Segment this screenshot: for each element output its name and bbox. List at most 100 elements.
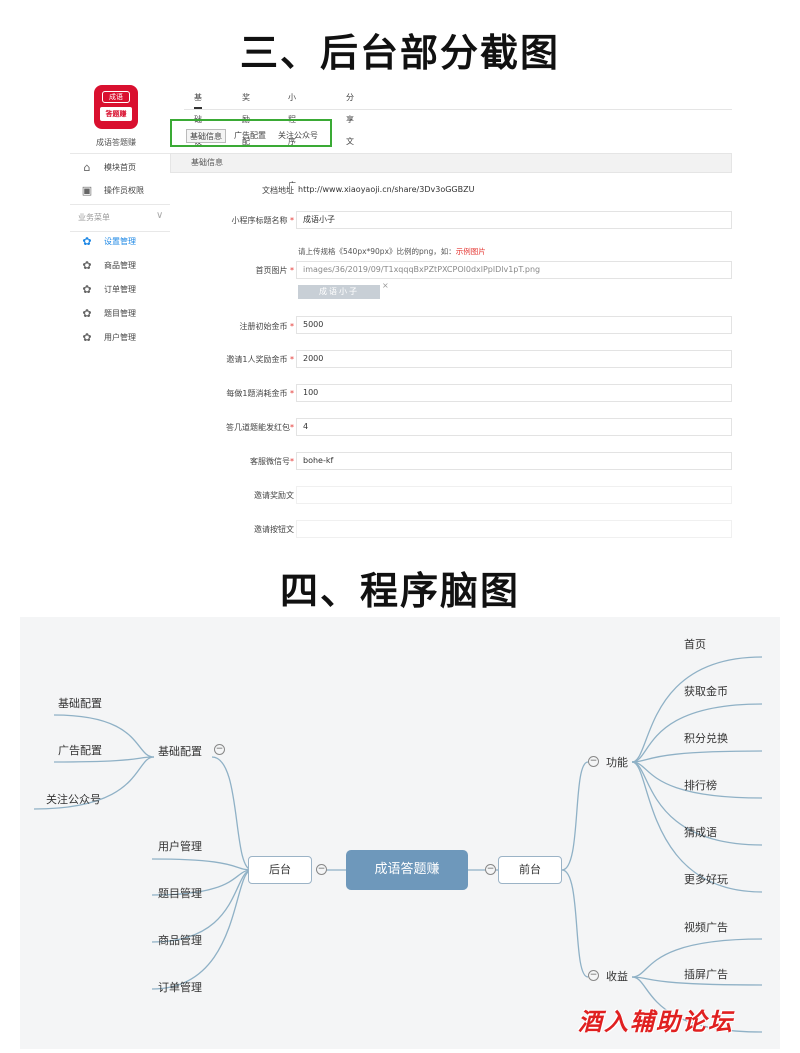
mind-map: 成语答题赚 后台 − 前台 − 用户管理 题目管理 商品管理 订单管理 基础配置… — [20, 617, 780, 1049]
user-key-icon: ▣ — [81, 184, 93, 197]
mind-node-backend[interactable]: 后台 — [248, 856, 312, 884]
mind-node-video-ads[interactable]: 视频广告 — [684, 921, 728, 934]
collapse-icon[interactable]: − — [214, 744, 225, 755]
logo-text-bottom: 答题赚 — [100, 107, 132, 121]
subtab-basic-info[interactable]: 基础信息 — [186, 129, 226, 143]
tab-reward-config[interactable]: 奖励配置 — [242, 93, 250, 168]
main-content: 基础设置 奖励配置 小程序推广 分享文案 基础信息 广告配置 关注公众号 基础信… — [170, 73, 732, 551]
connector-revenue-video — [631, 938, 763, 978]
mind-node-product-management[interactable]: 商品管理 — [158, 934, 202, 947]
tab-basic-settings[interactable]: 基础设置 — [194, 87, 202, 168]
mind-node-points-exchange[interactable]: 积分兑换 — [684, 732, 728, 745]
sidebar-item-users[interactable]: ✿ 用户管理 — [78, 327, 168, 349]
app-title-input[interactable]: 成语小子 — [296, 211, 732, 229]
mind-node-order-management[interactable]: 订单管理 — [158, 981, 202, 994]
service-wechat-input[interactable]: bohe-kf — [296, 452, 732, 470]
subtab-ad-config[interactable]: 广告配置 — [234, 131, 266, 140]
mind-map-connectors — [33, 656, 763, 1033]
invite-text-input[interactable] — [296, 486, 732, 504]
home-image-hint: 请上传规格《540px*90px》比例的png，如：示例图片 — [298, 247, 486, 256]
sidebar-item-orders[interactable]: ✿ 订单管理 — [78, 279, 168, 301]
connector-frontend-features — [561, 761, 589, 871]
mind-node-leaderboard[interactable]: 排行榜 — [684, 779, 717, 792]
subtabs-highlight: 基础信息 广告配置 关注公众号 — [170, 119, 332, 147]
gear-icon: ✿ — [82, 283, 92, 296]
mind-node-frontend[interactable]: 前台 — [498, 856, 562, 884]
mind-node-question-management[interactable]: 题目管理 — [158, 887, 202, 900]
red-packet-interval-label: 答几道题能发红包* — [226, 423, 294, 432]
connector-backend-questions — [151, 869, 253, 896]
tab-underline — [184, 109, 732, 110]
tab-miniprogram-promo[interactable]: 小程序推广 — [288, 93, 296, 190]
gear-icon: ✿ — [82, 307, 92, 320]
sidebar-item-questions[interactable]: ✿ 题目管理 — [78, 303, 168, 325]
connector-backend-users — [151, 858, 253, 871]
collapse-icon[interactable]: − — [588, 970, 599, 981]
connector-features-more — [631, 761, 763, 893]
doc-url-value[interactable]: http://www.xiaoyaoji.cn/share/3Dv3oGGBZU — [298, 185, 475, 194]
connector-revenue-interstitial — [631, 976, 763, 986]
mind-node-features[interactable]: 功能 — [606, 756, 628, 769]
connector-config-follow — [33, 756, 155, 810]
sidebar-group-label: 业务菜单 — [78, 213, 110, 222]
section-title-backend: 三、后台部分截图 — [239, 30, 560, 75]
mind-map-root[interactable]: 成语答题赚 — [346, 850, 468, 890]
gear-icon: ✿ — [82, 331, 92, 344]
sidebar-item-label: 模块首页 — [104, 163, 136, 172]
sidebar-item-operator-permissions[interactable]: ▣ 操作员权限 — [78, 180, 168, 202]
doc-url-label: 文档地址 — [262, 186, 294, 195]
invite-button-input[interactable] — [296, 520, 732, 538]
mind-node-guess-idiom[interactable]: 猜成语 — [684, 826, 717, 839]
section-title-mindmap: 四、程序脑图 — [279, 568, 520, 613]
invite-reward-input[interactable]: 2000 — [296, 350, 732, 368]
home-image-thumbnail: 成语小子 — [298, 285, 380, 299]
mind-node-get-coins[interactable]: 获取金币 — [684, 685, 728, 698]
connector-backend-products — [151, 869, 253, 943]
connector-features-rank — [631, 761, 763, 799]
red-packet-interval-input[interactable]: 4 — [296, 418, 732, 436]
sidebar-item-label: 题目管理 — [104, 309, 136, 318]
sidebar-item-label: 用户管理 — [104, 333, 136, 342]
mind-node-interstitial-ads[interactable]: 插屏广告 — [684, 968, 728, 981]
invite-button-label: 邀请按钮文 — [254, 525, 294, 534]
register-coins-input[interactable]: 5000 — [296, 316, 732, 334]
mind-node-basic-config[interactable]: 基础配置 — [158, 745, 202, 758]
sidebar-divider — [70, 231, 170, 232]
chevron-down-icon[interactable]: ∨ — [156, 210, 164, 221]
logo-text-top: 成语 — [102, 91, 130, 103]
mind-node-config-basic[interactable]: 基础配置 — [58, 697, 102, 710]
connector-features-guess — [631, 761, 763, 846]
app-logo[interactable]: 成语 答题赚 — [94, 85, 138, 129]
connector-backend-config — [211, 756, 253, 871]
mind-node-user-management[interactable]: 用户管理 — [158, 840, 202, 853]
example-image-link[interactable]: 示例图片 — [455, 247, 486, 256]
sidebar: 成语 答题赚 成语答题赚 ⌂ 模块首页 ▣ 操作员权限 业务菜单 ∨ ✿ 设置管… — [70, 73, 170, 551]
collapse-icon[interactable]: − — [485, 864, 496, 875]
app-title-label: 小程序标题名称 * — [231, 216, 294, 225]
tab-share-copy[interactable]: 分享文案 — [346, 93, 354, 168]
subtab-follow-account[interactable]: 关注公众号 — [278, 131, 318, 140]
question-cost-input[interactable]: 100 — [296, 384, 732, 402]
mind-node-more-fun[interactable]: 更多好玩 — [684, 873, 728, 886]
mind-node-home[interactable]: 首页 — [684, 638, 706, 651]
home-image-label: 首页图片 * — [255, 266, 294, 275]
sidebar-divider — [70, 153, 170, 154]
connector-features-exchange — [631, 750, 763, 763]
admin-panel: 成语 答题赚 成语答题赚 ⌂ 模块首页 ▣ 操作员权限 业务菜单 ∨ ✿ 设置管… — [70, 73, 732, 551]
connector-revenue-extra — [631, 976, 763, 1033]
close-icon[interactable]: × — [382, 281, 389, 290]
sidebar-item-products[interactable]: ✿ 商品管理 — [78, 255, 168, 277]
mind-node-config-ads[interactable]: 广告配置 — [58, 744, 102, 757]
connector-backend-orders — [151, 869, 253, 990]
mind-node-revenue[interactable]: 收益 — [606, 970, 628, 983]
home-image-path-input[interactable]: images/36/2019/09/T1xqqqBxPZtPXCPOl0dxlP… — [296, 261, 732, 279]
app-name: 成语答题赚 — [96, 138, 136, 147]
sidebar-item-settings[interactable]: ✿ 设置管理 — [78, 231, 168, 253]
home-icon: ⌂ — [83, 161, 91, 174]
collapse-icon[interactable]: − — [588, 756, 599, 767]
invite-reward-label: 邀请1人奖励金币 * — [226, 355, 294, 364]
gear-icon: ✿ — [82, 259, 92, 272]
mind-node-config-follow-account[interactable]: 关注公众号 — [46, 793, 101, 806]
collapse-icon[interactable]: − — [316, 864, 327, 875]
sidebar-item-module-home[interactable]: ⌂ 模块首页 — [78, 157, 168, 179]
